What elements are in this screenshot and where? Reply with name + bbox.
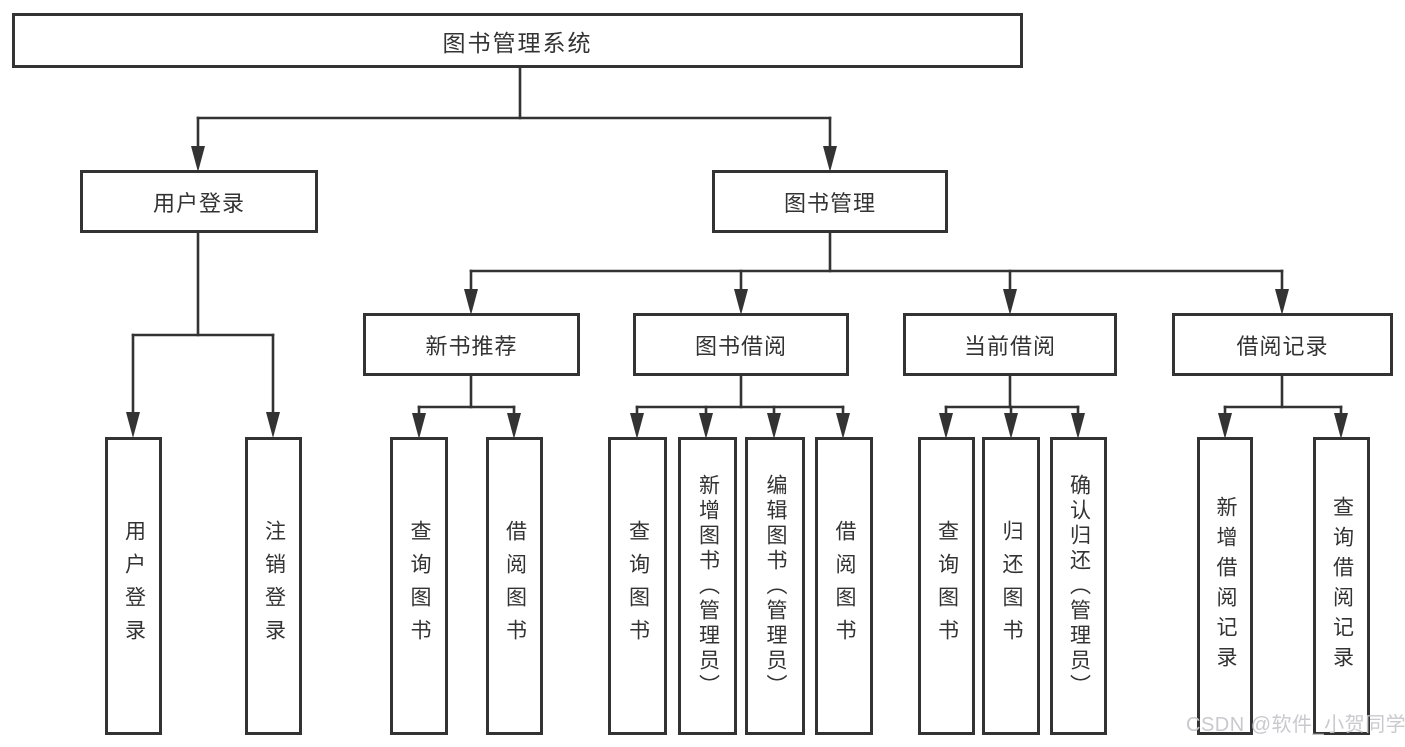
- leaf-logout: 注销登录: [245, 437, 302, 735]
- node-root: 图书管理系统: [12, 13, 1023, 68]
- node-current-borrowing: 当前借阅: [903, 313, 1117, 376]
- leaf-query-borrow-record: 查询借阅记录: [1313, 437, 1370, 735]
- leaf-return-books: 归还图书: [982, 437, 1040, 735]
- leaf-add-books-admin: 新增图书（管理员）: [678, 437, 737, 735]
- node-borrowing-records: 借阅记录: [1172, 313, 1393, 376]
- leaf-borrow-books-rec: 借阅图书: [486, 437, 543, 735]
- leaf-user-login: 用户登录: [105, 437, 162, 735]
- leaf-query-books-cb: 查询图书: [918, 437, 975, 735]
- arrowheads: [126, 146, 1348, 439]
- leaf-query-books-rec: 查询图书: [390, 437, 448, 735]
- node-user-login: 用户登录: [80, 170, 318, 233]
- leaf-borrow-books-bb: 借阅图书: [815, 437, 873, 735]
- leaf-confirm-return-admin: 确认归还（管理员）: [1050, 437, 1107, 735]
- leaf-query-books-bb: 查询图书: [608, 437, 667, 735]
- leaf-add-borrow-record: 新增借阅记录: [1197, 437, 1253, 735]
- watermark: CSDN @软件_小贺同学: [1186, 714, 1405, 736]
- node-book-management: 图书管理: [712, 170, 948, 233]
- leaf-edit-books-admin: 编辑图书（管理员）: [745, 437, 805, 735]
- node-new-book-recommendation: 新书推荐: [363, 313, 580, 376]
- node-book-borrowing: 图书借阅: [633, 313, 849, 376]
